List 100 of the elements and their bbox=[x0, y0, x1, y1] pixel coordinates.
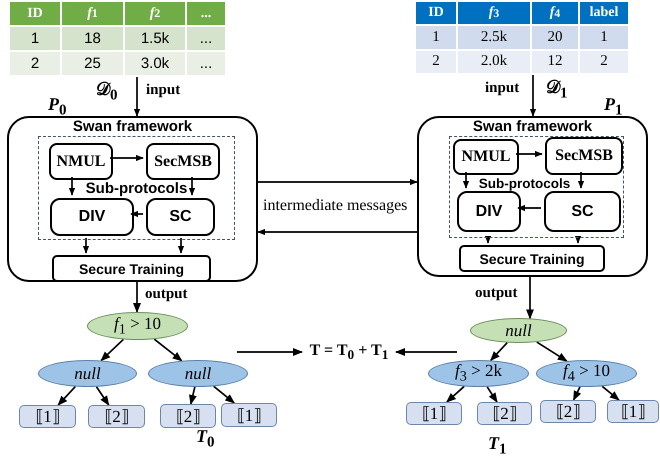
side-label: 𝒟$_{1}$ bbox=[546, 77, 568, 103]
arrow bbox=[130, 210, 143, 218]
node-label: null bbox=[184, 364, 212, 384]
arrow bbox=[578, 172, 584, 189]
leaf-label: ⟦1⟧ bbox=[422, 403, 446, 424]
box-label: SecMSB bbox=[555, 147, 613, 165]
leaf-label: ⟦1⟧ bbox=[236, 404, 262, 426]
table-cell: 2 bbox=[416, 50, 458, 75]
table-cell: ... bbox=[187, 27, 227, 52]
tree-label: T$_{1}$ bbox=[488, 433, 506, 459]
protocol-box bbox=[453, 139, 519, 175]
group-title: Sub-protocols bbox=[84, 181, 188, 197]
table-cell: 2.0k bbox=[458, 50, 532, 75]
arrow bbox=[58, 386, 76, 406]
table-cell: 2.5k bbox=[458, 26, 532, 51]
box-label: SC bbox=[571, 202, 594, 220]
tree-leaf-box bbox=[19, 405, 76, 428]
table-header-cell: ID bbox=[10, 2, 62, 27]
arrow bbox=[188, 177, 196, 196]
arrow bbox=[189, 386, 197, 405]
protocol-box bbox=[50, 198, 134, 236]
process-box bbox=[52, 255, 211, 282]
arrow bbox=[572, 386, 582, 401]
side-label: 𝒟$_{0}$ bbox=[96, 79, 118, 105]
edge-label: input bbox=[145, 82, 182, 99]
arrow bbox=[213, 386, 236, 404]
arrow bbox=[517, 204, 541, 212]
arrow bbox=[96, 386, 110, 406]
box-label: DIV bbox=[78, 208, 106, 226]
tree-leaf-box bbox=[406, 402, 462, 425]
leaf-label: ⟦2⟧ bbox=[104, 406, 129, 427]
table-header-cell: ... bbox=[187, 2, 227, 27]
table-cell: 25 bbox=[62, 52, 125, 77]
arrow bbox=[516, 150, 543, 158]
node-label: f$_{1}$ > 10 bbox=[114, 314, 161, 338]
table-cell: 12 bbox=[532, 50, 580, 75]
arrow bbox=[100, 338, 124, 362]
node-label: f$_{3}$ > 2k bbox=[455, 361, 502, 386]
side-label: P$_{0}$ bbox=[48, 94, 66, 120]
table-cell: ... bbox=[187, 52, 227, 77]
box-label: NMUL bbox=[56, 152, 106, 170]
arrow bbox=[133, 282, 141, 313]
arrow bbox=[602, 386, 620, 401]
box-label: SecMSB bbox=[154, 152, 212, 170]
panel-title: Swan framework bbox=[472, 118, 594, 135]
table-cell: 18 bbox=[62, 27, 125, 52]
table-header-cell: ID bbox=[416, 2, 458, 26]
box-label: NMUL bbox=[462, 148, 510, 166]
edge-label: input bbox=[484, 80, 520, 97]
data-table bbox=[416, 2, 630, 75]
dashed-group-box bbox=[38, 136, 235, 240]
protocol-box bbox=[146, 198, 215, 236]
tree-leaf-box bbox=[540, 400, 596, 423]
leaf-label: ⟦2⟧ bbox=[492, 403, 517, 424]
node-label: null bbox=[505, 320, 532, 340]
tree-leaf-box bbox=[160, 404, 216, 428]
leaf-label: ⟦1⟧ bbox=[620, 401, 646, 422]
table-header-cell: label bbox=[580, 2, 630, 26]
protocol-box bbox=[545, 137, 623, 175]
arrow bbox=[237, 348, 303, 356]
arrow bbox=[110, 154, 144, 162]
arrow bbox=[257, 228, 417, 236]
arrow bbox=[486, 386, 498, 403]
table-cell: 2 bbox=[10, 52, 62, 77]
box-label: SC bbox=[169, 208, 192, 226]
arrow bbox=[395, 348, 457, 356]
arrow bbox=[446, 386, 465, 403]
dashed-group-box bbox=[449, 136, 624, 238]
table-cell: 1 bbox=[416, 26, 458, 51]
box-label: Secure Training bbox=[78, 260, 184, 276]
table-cell: 20 bbox=[532, 26, 580, 51]
arrow bbox=[82, 238, 90, 254]
arrow bbox=[490, 342, 508, 362]
table-cell: 1.5k bbox=[125, 27, 187, 52]
tree-leaf-box bbox=[88, 405, 145, 428]
group-title: Sub-protocols bbox=[478, 176, 572, 192]
arrow bbox=[526, 277, 534, 320]
leaf-label: ⟦2⟧ bbox=[556, 401, 580, 422]
arrow bbox=[536, 341, 568, 362]
arrow bbox=[574, 236, 582, 244]
arrow bbox=[154, 338, 183, 362]
table-cell: 3.0k bbox=[125, 52, 187, 77]
tree-label: T$_{0}$ bbox=[196, 426, 214, 452]
arrow bbox=[68, 177, 76, 196]
protocol-box bbox=[49, 143, 113, 180]
data-table bbox=[10, 2, 227, 77]
tree-leaf-box bbox=[221, 403, 277, 427]
arrow bbox=[178, 238, 184, 254]
side-label: P$_{1}$ bbox=[604, 94, 622, 120]
protocol-box bbox=[544, 191, 621, 232]
table-cell: 1 bbox=[10, 27, 62, 52]
box-label: DIV bbox=[476, 202, 502, 220]
tree-leaf-box bbox=[607, 400, 659, 423]
arrow bbox=[134, 77, 140, 117]
arrow bbox=[462, 172, 470, 189]
node-label: f$_{4}$ > 10 bbox=[563, 361, 610, 386]
table-cell: 2 bbox=[580, 50, 630, 75]
arrow bbox=[530, 75, 536, 117]
protocol-box bbox=[146, 143, 220, 180]
arrow bbox=[484, 236, 492, 244]
